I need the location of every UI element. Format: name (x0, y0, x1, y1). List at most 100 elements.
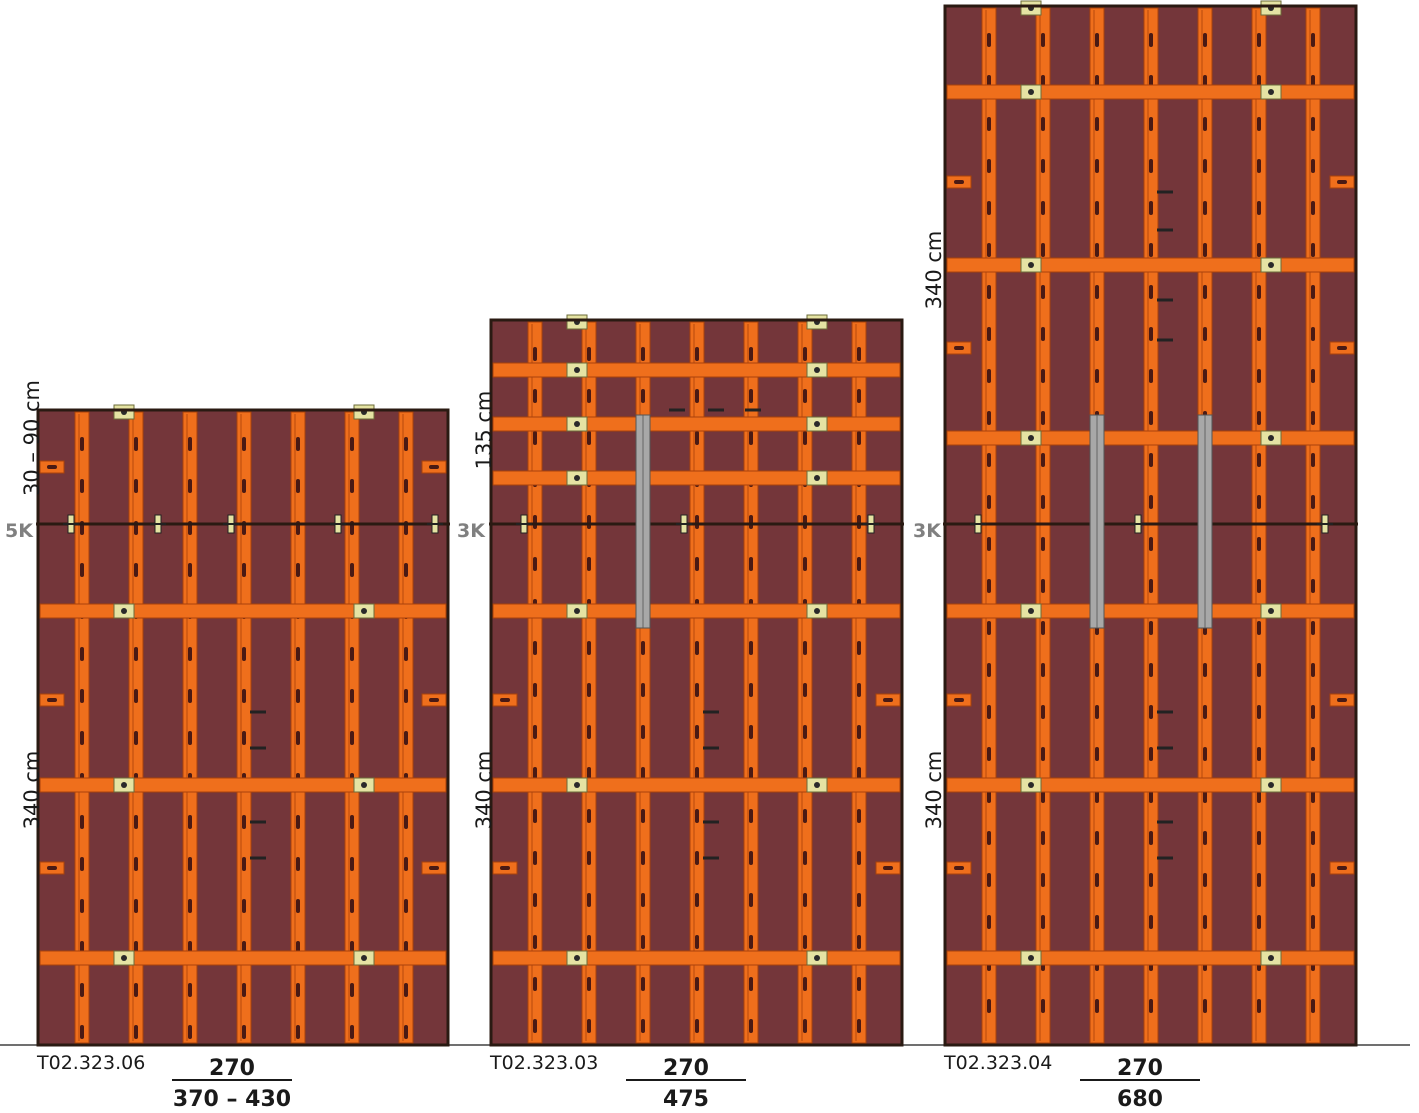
rib-slot (587, 389, 591, 403)
rib-slot (1311, 159, 1315, 173)
rib-slot (1203, 117, 1207, 131)
rib-slot (587, 977, 591, 991)
rib-slot (134, 815, 138, 829)
rib-slot (80, 563, 84, 577)
handle-slot (883, 866, 893, 870)
handle-slot (954, 346, 964, 350)
rib-slot (1203, 243, 1207, 257)
rib-slot (1095, 327, 1099, 341)
rib-slot (533, 851, 537, 865)
rib-slot (1311, 201, 1315, 215)
rib-slot (533, 725, 537, 739)
clamp-bolt (1268, 262, 1274, 268)
rib-slot (533, 347, 537, 361)
rib-slot (803, 347, 807, 361)
rib-slot (1311, 579, 1315, 593)
rib-slot (188, 563, 192, 577)
rib-slot (242, 563, 246, 577)
rib-slot (749, 515, 753, 529)
rib-slot (1311, 705, 1315, 719)
rib-slot (1041, 663, 1045, 677)
handle-slot (47, 465, 57, 469)
rib-slot (1149, 411, 1153, 425)
rib-slot (987, 159, 991, 173)
rib-slot (803, 431, 807, 445)
rib-slot (134, 731, 138, 745)
rib-slot (1041, 33, 1045, 47)
rib-slot (749, 431, 753, 445)
horizontal-rail (946, 257, 1355, 273)
rib-slot (987, 285, 991, 299)
vertical-rib (581, 321, 597, 1044)
rib-slot (857, 431, 861, 445)
rib-slot (533, 641, 537, 655)
rib-slot (1311, 495, 1315, 509)
rib-slot (803, 851, 807, 865)
rib-slot (350, 437, 354, 451)
rib-slot (749, 347, 753, 361)
rib-slot (1203, 33, 1207, 47)
rib-slot (296, 1025, 300, 1039)
rib-slot (641, 725, 645, 739)
rib-slot (1041, 285, 1045, 299)
rib-slot (242, 437, 246, 451)
rib-slot (587, 851, 591, 865)
rib-slot (987, 873, 991, 887)
rib-slot (533, 557, 537, 571)
rib-slot (1257, 663, 1261, 677)
rib-slot (1257, 873, 1261, 887)
rib-slot (1257, 579, 1261, 593)
horizontal-rail (946, 777, 1355, 793)
rib-slot (533, 893, 537, 907)
clamp-bolt (1028, 608, 1034, 614)
rib-slot (1041, 495, 1045, 509)
rib-slot (296, 647, 300, 661)
rib-slot (987, 495, 991, 509)
rib-slot (1311, 747, 1315, 761)
rib-slot (134, 857, 138, 871)
rib-slot (188, 731, 192, 745)
horizontal-rail (492, 950, 901, 966)
rib-slot (80, 647, 84, 661)
rib-slot (641, 683, 645, 697)
rib-slot (1203, 747, 1207, 761)
rib-slot (1041, 159, 1045, 173)
rib-slot (1041, 117, 1045, 131)
rib-slot (134, 1025, 138, 1039)
rib-slot (1095, 705, 1099, 719)
clamp-bolt (574, 367, 580, 373)
rib-slot (1311, 327, 1315, 341)
horizontal-rail (492, 777, 901, 793)
handle-slot (47, 866, 57, 870)
rib-slot (987, 579, 991, 593)
rib-slot (695, 557, 699, 571)
formwork-panel-drawing (489, 314, 904, 1047)
rib-slot (1257, 831, 1261, 845)
rib-slot (242, 647, 246, 661)
rib-slot (1311, 663, 1315, 677)
rib-slot (1311, 285, 1315, 299)
rib-slot (350, 731, 354, 745)
rib-slot (1149, 915, 1153, 929)
rib-slot (188, 479, 192, 493)
rib-slot (695, 851, 699, 865)
rib-slot (533, 431, 537, 445)
rib-slot (533, 515, 537, 529)
rib-slot (1203, 999, 1207, 1013)
rib-slot (1149, 159, 1153, 173)
horizontal-rail (39, 777, 447, 793)
rib-slot (1257, 621, 1261, 635)
rib-slot (1095, 747, 1099, 761)
rib-slot (188, 647, 192, 661)
rib-slot (695, 809, 699, 823)
rib-slot (242, 731, 246, 745)
rib-slot (803, 893, 807, 907)
handle-slot (429, 866, 439, 870)
clamp-bolt (574, 782, 580, 788)
rib-slot (1257, 285, 1261, 299)
rib-slot (587, 1019, 591, 1033)
rib-slot (749, 977, 753, 991)
rib-slot (803, 557, 807, 571)
rib-slot (80, 731, 84, 745)
rib-slot (1149, 621, 1153, 635)
